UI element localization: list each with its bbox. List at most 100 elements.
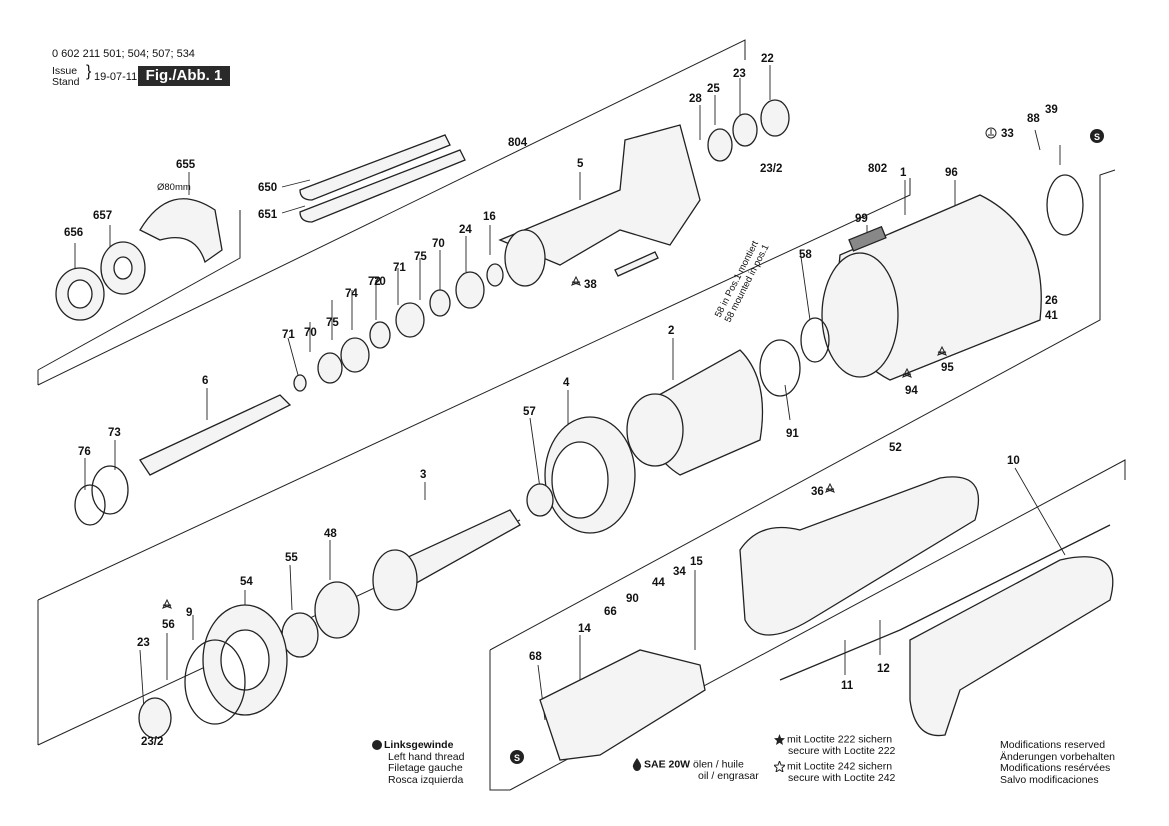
ring-16 xyxy=(486,263,504,287)
bearing-24 xyxy=(455,271,485,309)
oring-58 xyxy=(800,317,830,363)
part-label: 15 xyxy=(690,556,703,568)
part-label: 25 xyxy=(707,83,720,95)
part-label: 54 xyxy=(240,576,253,588)
circlip-76 xyxy=(74,484,106,526)
part-label: 66 xyxy=(604,606,617,618)
loctite-242-icon-38 xyxy=(570,275,582,286)
loctite-242-icon-36 xyxy=(824,482,836,493)
part-label: 23/2 xyxy=(760,163,782,175)
part-label: 72 xyxy=(368,276,381,288)
part-label: 95 xyxy=(941,362,954,374)
frame-line xyxy=(37,210,241,371)
s-marker-icon xyxy=(1090,129,1104,143)
rotated-note: 58 in Pos.1 montiert 58 mounted in pos.1 xyxy=(713,239,772,325)
wrench-650 xyxy=(299,134,451,201)
switch-15 xyxy=(539,649,706,761)
s-marker-icon xyxy=(510,750,524,764)
part-label: 56 xyxy=(162,619,175,631)
part-labels: 65565765665065180452825232223/2162470757… xyxy=(64,53,1058,748)
part-label: 39 xyxy=(1045,104,1058,116)
stand-label: Stand xyxy=(52,76,80,88)
part-label: 38 xyxy=(584,279,597,291)
housing-neck xyxy=(504,229,546,287)
part-label: 73 xyxy=(108,427,121,439)
legend-left-thread-0: Linksgewinde xyxy=(384,739,454,751)
part-label: 70 xyxy=(304,327,317,339)
part-label: 1 xyxy=(900,167,907,179)
part-label: 55 xyxy=(285,552,298,564)
legend-oil-line-2: oil / engrasar xyxy=(698,770,759,782)
frame-line xyxy=(489,169,1116,651)
part-label: 33 xyxy=(1001,128,1014,140)
bearing-57 xyxy=(526,483,554,517)
part-label: 68 xyxy=(529,651,542,663)
part-label: 3 xyxy=(420,469,426,481)
part-label: 99 xyxy=(855,213,868,225)
part-label: 96 xyxy=(945,167,958,179)
part-label: 2 xyxy=(668,325,674,337)
handle-shell-12 xyxy=(909,556,1114,737)
oil-drop-icon xyxy=(632,758,642,771)
modifications-note: Modifications reserved Änderungen vorbeh… xyxy=(1000,739,1115,786)
part-label: 23 xyxy=(137,637,150,649)
ring-75b xyxy=(340,337,370,373)
loctite-222-icon xyxy=(774,734,785,745)
part-label: 11 xyxy=(841,680,854,692)
part-label: 57 xyxy=(523,406,536,418)
legend-left-thread-1: Left hand thread xyxy=(388,750,465,763)
ground-icon xyxy=(985,127,997,139)
part-label: 94 xyxy=(905,385,918,397)
part-label: 802 xyxy=(868,163,887,175)
legend-oil: SAE 20W ölen / huile oil / engrasar xyxy=(632,758,759,783)
cable-11 xyxy=(779,524,1111,681)
part-label: 48 xyxy=(324,528,337,540)
loctite-242-icon-94 xyxy=(901,367,913,378)
washer-71 xyxy=(369,321,391,349)
part-label: 14 xyxy=(578,623,591,635)
bearing-23 xyxy=(732,113,758,147)
part-label: 16 xyxy=(483,211,496,223)
part-label: 23 xyxy=(733,68,746,80)
part-label: 22 xyxy=(761,53,774,65)
s-marker-text: S xyxy=(1094,132,1100,142)
guard-655 xyxy=(139,198,223,264)
part-label: 10 xyxy=(1007,455,1020,467)
part-label: 91 xyxy=(786,428,799,440)
part-label: 656 xyxy=(64,227,83,239)
part-label: 655 xyxy=(176,159,196,171)
part-label: 58 xyxy=(799,249,812,261)
legend-loctite-222-1: secure with Loctite 222 xyxy=(788,744,896,757)
ring-75 xyxy=(395,302,425,338)
part-label: 70 xyxy=(432,238,445,250)
issue-date: 19-07-11 xyxy=(94,71,138,83)
part-label: 24 xyxy=(459,224,472,236)
loctite-242-icon xyxy=(774,761,785,772)
legend-loctite-222: mit Loctite 222 sichern secure with Loct… xyxy=(774,734,895,757)
frame-line xyxy=(509,459,1126,791)
part-label: 76 xyxy=(78,446,91,458)
part-label: 36 xyxy=(811,486,824,498)
part-label: 28 xyxy=(689,93,702,105)
part-label: 74 xyxy=(345,288,358,300)
part-label: 804 xyxy=(508,137,528,149)
legend-left-thread-3: Rosca izquierda xyxy=(388,773,464,786)
stator-front xyxy=(626,393,684,467)
part-label: 41 xyxy=(1045,310,1058,322)
handle-shell-10 xyxy=(739,476,980,636)
part-label: 5 xyxy=(577,158,584,170)
part-label: 657 xyxy=(93,210,112,222)
fan-3 xyxy=(372,549,418,611)
part-label: 23/2 xyxy=(141,736,163,748)
loctite-242-icon-56 xyxy=(161,598,173,609)
part-label: 26 xyxy=(1045,295,1058,307)
s-markers: S S xyxy=(510,129,1104,764)
part-label: 88 xyxy=(1027,113,1040,125)
modifications-3: Salvo modificaciones xyxy=(1000,773,1099,786)
legend-oil-line-1: ölen / huile xyxy=(690,758,744,771)
screw-38 xyxy=(614,251,659,277)
legend-left-thread-2: Filetage gauche xyxy=(388,762,463,774)
washer-70 xyxy=(429,289,451,317)
